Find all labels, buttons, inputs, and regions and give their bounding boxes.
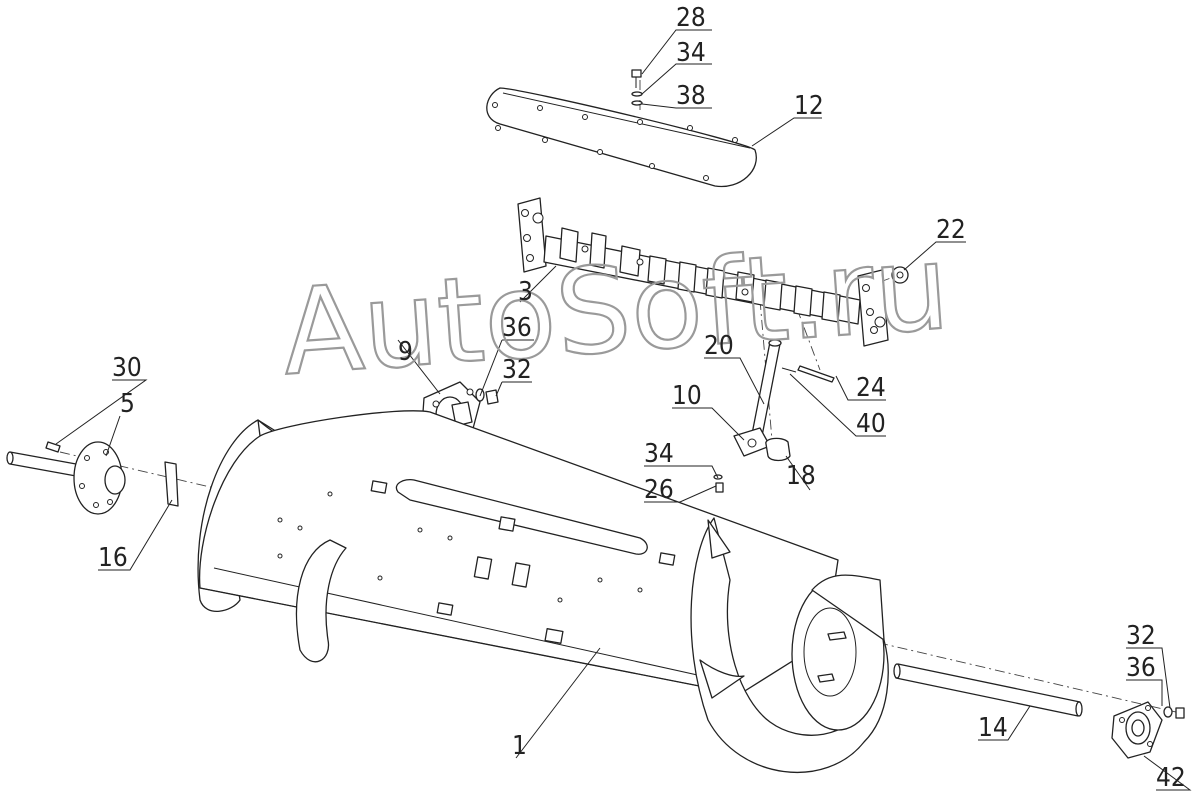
callout-14: 14 (978, 713, 1008, 743)
callout-36-left: 36 (502, 313, 532, 343)
cover-plate (486, 87, 757, 188)
leader-lines (55, 29, 1192, 791)
callout-1: 1 (512, 731, 527, 761)
callout-5: 5 (120, 389, 135, 419)
callout-22: 22 (936, 215, 966, 245)
washer-22 (891, 266, 909, 284)
watermark: AutoSoft.ru (278, 218, 954, 402)
callout-28: 28 (676, 3, 706, 33)
lever-assembly (733, 339, 835, 462)
left-hub-shaft (6, 441, 179, 515)
callout-9: 9 (398, 337, 413, 367)
callout-26: 26 (644, 475, 674, 505)
right-flange-bearing (1111, 701, 1185, 759)
callout-40: 40 (856, 409, 886, 439)
callout-16: 16 (98, 543, 128, 573)
callout-42: 42 (1156, 763, 1186, 793)
callout-10: 10 (672, 381, 702, 411)
callout-labels: 28 34 38 12 22 3 36 9 32 20 24 40 10 18 … (98, 3, 1186, 793)
top-bolt-set (631, 69, 643, 106)
callout-38: 38 (676, 81, 706, 111)
callout-12: 12 (794, 91, 824, 121)
cam-shaft (517, 197, 889, 347)
callout-30: 30 (112, 353, 142, 383)
callout-34-top: 34 (676, 38, 706, 68)
callout-34-mid: 34 (644, 439, 674, 469)
right-shaft (893, 663, 1083, 717)
callout-32-left: 32 (502, 355, 532, 385)
callout-18: 18 (786, 461, 816, 491)
callout-3: 3 (518, 277, 533, 307)
callout-32-right: 32 (1126, 621, 1156, 651)
callout-36-right: 36 (1126, 653, 1156, 683)
auger-drum (197, 410, 889, 773)
callout-24: 24 (856, 373, 886, 403)
callout-20: 20 (704, 331, 734, 361)
small-bolt-set (713, 474, 724, 493)
